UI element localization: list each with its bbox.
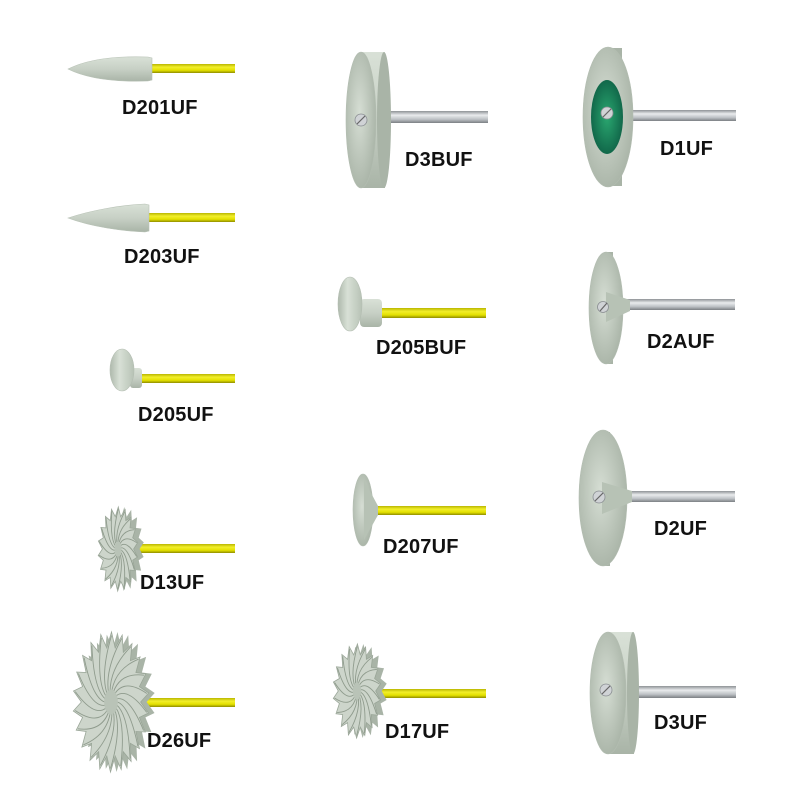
label-d201uf: D201UF xyxy=(122,97,198,119)
product-d3uf xyxy=(589,631,736,755)
disc-cone xyxy=(364,480,378,540)
label-d1uf: D1UF xyxy=(660,138,714,160)
yellow-shank xyxy=(150,64,235,73)
label-d2auf: D2AUF xyxy=(647,331,715,353)
cup-face xyxy=(109,348,135,392)
yellow-shank xyxy=(138,374,235,383)
disc-hub xyxy=(606,292,630,322)
cup-face xyxy=(337,276,363,332)
product-d2auf xyxy=(588,251,735,365)
product-d3buf xyxy=(345,51,488,189)
label-d205uf: D205UF xyxy=(138,404,214,426)
label-d13uf: D13UF xyxy=(140,572,205,594)
cone-head xyxy=(67,203,150,233)
spiral-wheel xyxy=(97,505,144,593)
steel-shank xyxy=(382,111,488,123)
spiral-hub xyxy=(114,541,122,557)
label-d17uf: D17UF xyxy=(385,721,450,743)
label-d207uf: D207UF xyxy=(383,536,459,558)
spiral-hub xyxy=(104,689,118,715)
label-d205buf: D205BUF xyxy=(376,337,467,359)
product-d1uf xyxy=(582,46,736,188)
wheel-back xyxy=(377,52,391,188)
yellow-shank xyxy=(130,544,235,553)
spiral-wheel xyxy=(72,630,155,774)
steel-shank xyxy=(618,110,736,121)
disc-hub xyxy=(602,482,632,514)
screw-slot xyxy=(594,492,604,502)
spiral-wheel xyxy=(332,642,387,740)
steel-shank xyxy=(630,686,736,698)
product-d17uf xyxy=(332,642,486,740)
yellow-shank xyxy=(370,689,486,698)
cup-neck xyxy=(360,299,382,327)
yellow-shank xyxy=(128,698,235,707)
label-d203uf: D203UF xyxy=(124,246,200,268)
spiral-hub xyxy=(352,682,362,700)
product-d207uf xyxy=(352,473,486,547)
product-d13uf xyxy=(97,505,235,593)
label-d3buf: D3BUF xyxy=(405,149,473,171)
steel-shank xyxy=(625,299,735,310)
product-d203uf xyxy=(67,203,235,233)
cone-head xyxy=(67,56,153,82)
screw-slot xyxy=(356,115,366,125)
yellow-shank xyxy=(365,506,486,515)
product-d201uf xyxy=(67,56,235,82)
label-d26uf: D26UF xyxy=(147,730,212,752)
steel-shank xyxy=(630,491,735,502)
screw-slot xyxy=(601,685,611,695)
product-d26uf xyxy=(72,630,235,774)
yellow-shank xyxy=(147,213,235,222)
screw-slot xyxy=(602,108,612,118)
product-d205uf xyxy=(109,348,235,392)
yellow-shank xyxy=(375,308,486,318)
product-d205buf xyxy=(337,276,486,332)
wheel-back xyxy=(627,632,639,754)
label-d2uf: D2UF xyxy=(654,518,708,540)
product-d2uf xyxy=(578,429,735,567)
label-d3uf: D3UF xyxy=(654,712,708,734)
screw-slot xyxy=(599,302,608,312)
